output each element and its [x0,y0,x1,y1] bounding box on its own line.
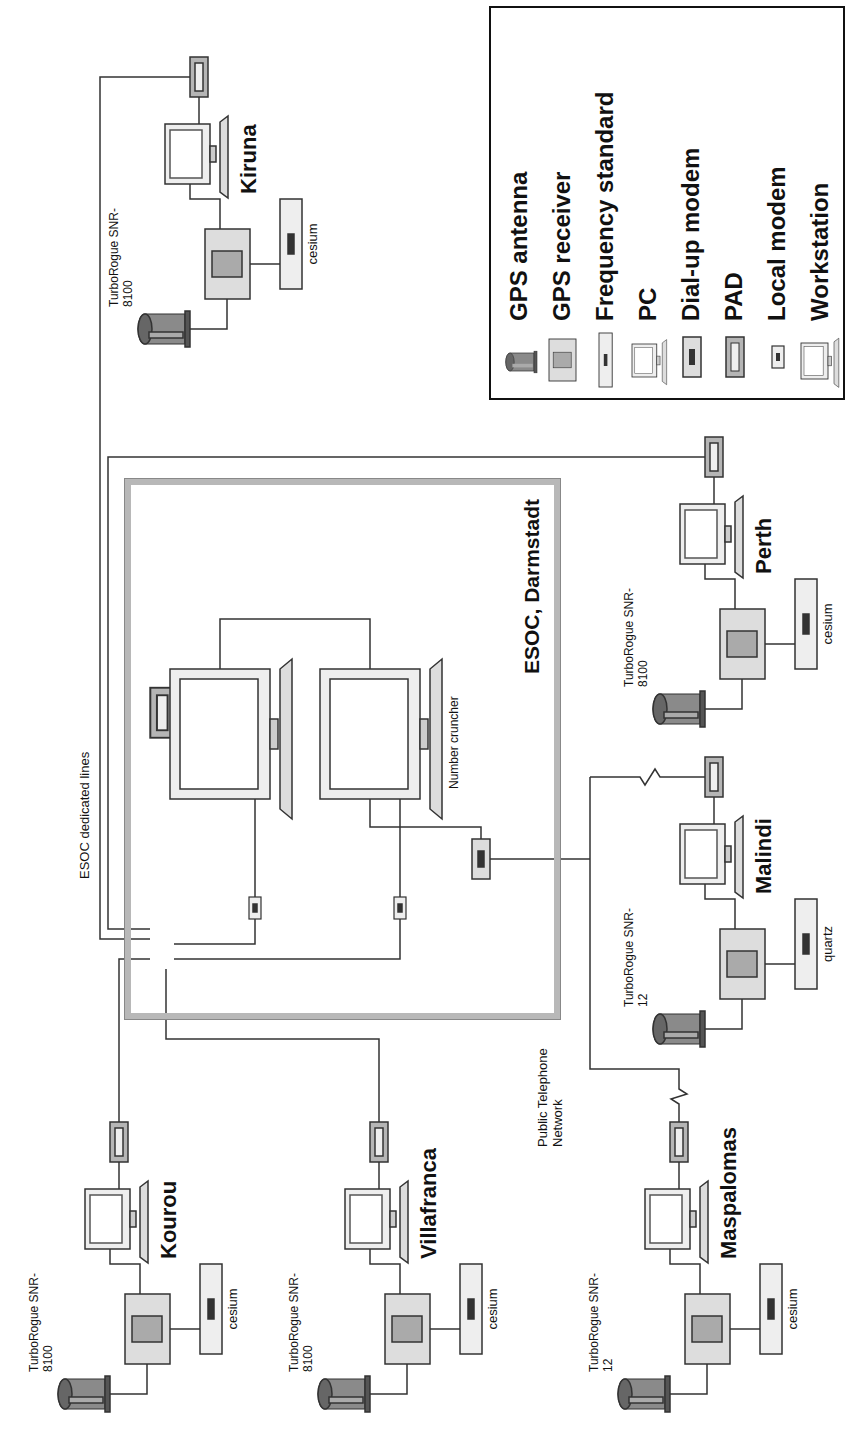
station-maspalomas [618,1122,782,1412]
receiver-model: TurboRogue SNR-8100 [288,1272,316,1372]
region-box: ESOC, Darmstadt [125,479,560,1019]
frequency-standard-type: quartz [821,899,836,989]
legend-text: Frequency standard [591,92,619,321]
receiver-model: TurboRogue SNR-12 [588,1272,616,1372]
frequency-standard-type: cesium [306,199,321,289]
line-villafranca [166,969,379,1122]
station-villafranca [318,1122,482,1412]
station-name: Villafranca [416,1148,441,1259]
dedicated-lines [100,77,705,1122]
station-perth [653,437,817,727]
legend-text: PC [634,288,662,321]
line-label: ESOC dedicated lines [78,752,93,879]
receiver-model: TurboRogue SNR-8100 [28,1272,56,1372]
local-modem [249,897,261,919]
station-kiruna [138,57,302,347]
esoc-equipment [150,619,490,959]
line-kiruna [100,77,190,939]
legend-text: Workstation [806,183,834,321]
frequency-standard-type: cesium [821,579,836,669]
station-name: Malindi [751,818,776,894]
region-title: ESOC, Darmstadt [520,499,544,674]
station-malindi [653,757,817,1047]
line-esoc-modem [490,858,590,860]
dial-up-modem [472,839,490,879]
legend-box [490,7,844,399]
frequency-standard-type: cesium [486,1264,501,1354]
station-name: Kiruna [236,124,261,194]
legend-text: Dial-up modem [677,148,705,321]
frequency-standard-type: cesium [786,1264,801,1354]
station-name: Kourou [156,1181,181,1259]
line-perth [108,457,705,929]
line-malindi [590,769,705,785]
receiver-model: TurboRogue SNR-8100 [108,207,136,307]
computer-label: Number cruncher [448,696,462,789]
workstation [320,659,442,819]
station-name: Perth [751,518,776,574]
line-kourou [119,959,150,1122]
legend-text: GPS receiver [548,172,576,321]
workstation [170,659,292,819]
line-maspalomas [590,777,687,1122]
legend-text: PAD [720,272,748,321]
local-modem [394,897,406,919]
legend-text: Local modem [763,166,791,321]
frequency-standard-type: cesium [226,1264,241,1354]
receiver-model: TurboRogue SNR-8100 [623,587,651,687]
receiver-model: TurboRogue SNR-12 [623,907,651,1007]
network-label: Public Telephone Network [536,1037,566,1147]
telephone-lines [490,769,705,1122]
station-name: Maspalomas [716,1127,741,1259]
station-kourou [58,1122,222,1412]
legend-text: GPS antenna [505,172,533,321]
